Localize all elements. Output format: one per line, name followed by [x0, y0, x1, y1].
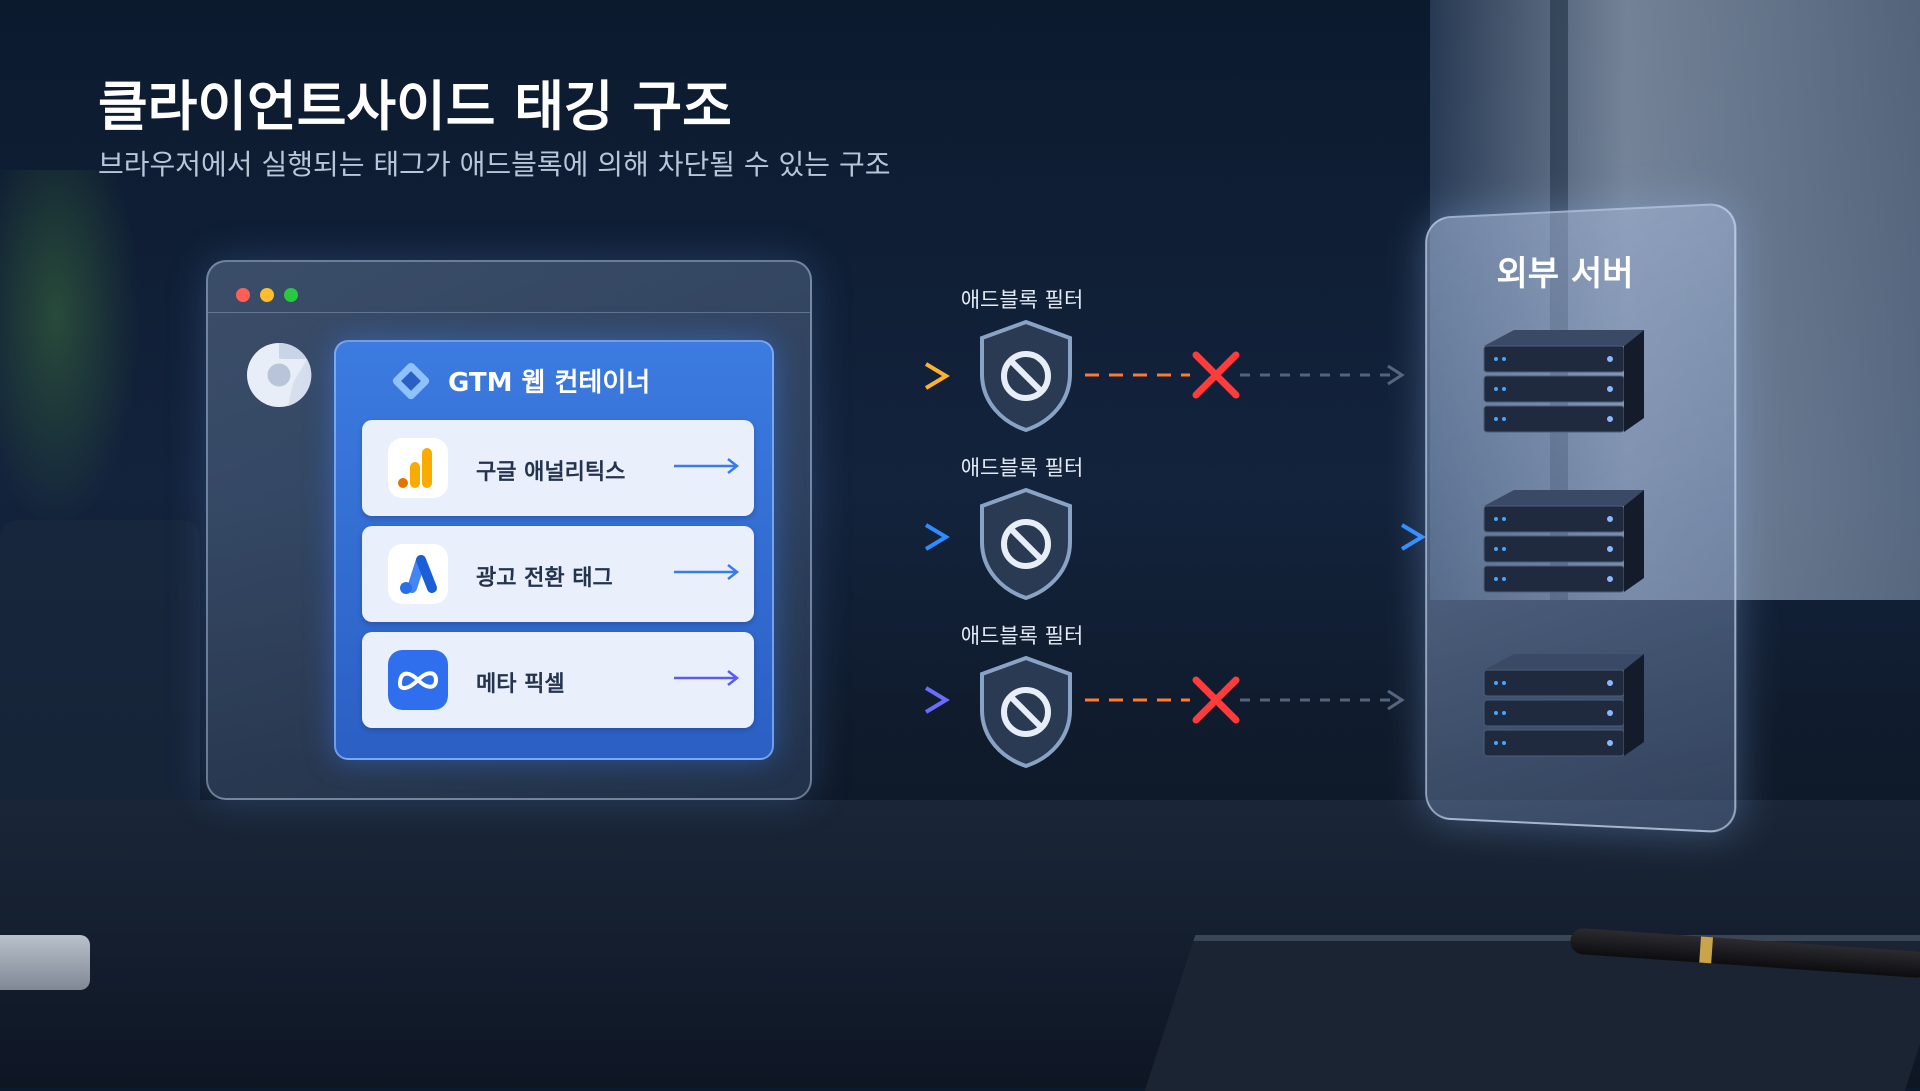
adblock-filter-1: 애드블록 필터: [952, 284, 1092, 444]
window-maximize-dot: [284, 288, 298, 302]
shield-block-icon: [980, 655, 1072, 769]
adblock-filter-2: 애드블록 필터: [952, 452, 1092, 612]
tag-card-google-analytics: 구글 애널리틱스: [362, 420, 754, 516]
server-icon: [1483, 330, 1644, 433]
tag-card-meta-pixel: 메타 픽셀: [362, 632, 754, 728]
tag-label: 구글 애널리틱스: [476, 460, 626, 485]
laptop-edge: [0, 935, 90, 990]
background-plant: [0, 170, 140, 530]
blocked-x-icon: [1192, 351, 1240, 399]
tag-card-google-ads: 광고 전환 태그: [362, 526, 754, 622]
shield-block-icon: [980, 487, 1072, 601]
server-panel-title: 외부 서버: [1496, 254, 1634, 294]
flow-row-1: [808, 351, 1405, 399]
window-minimize-dot: [260, 288, 274, 302]
gtm-container: GTM 웹 컨테이너 구글 애널리틱스 광고 전환 태그: [334, 340, 774, 760]
filter-label: 애드블록 필터: [960, 288, 1084, 312]
google-ads-icon: [388, 544, 448, 604]
shield-block-icon: [980, 319, 1072, 433]
arrow-right-icon: [674, 458, 740, 474]
blocked-x-icon: [1192, 676, 1240, 724]
browser-title-bar: [208, 262, 810, 313]
flow-row-2: [770, 523, 1426, 551]
server-icon: [1483, 654, 1644, 757]
arrow-right-icon: [674, 670, 740, 686]
filter-label: 애드블록 필터: [960, 624, 1084, 648]
server-icon: [1483, 490, 1644, 593]
google-analytics-icon: [388, 438, 448, 498]
chrome-icon: [247, 342, 312, 407]
arrow-right-icon: [674, 564, 740, 580]
filter-label: 애드블록 필터: [960, 456, 1084, 480]
tag-label: 메타 픽셀: [476, 672, 565, 697]
page-subtitle: 브라우저에서 실행되는 태그가 애드블록에 의해 차단될 수 있는 구조: [98, 148, 891, 181]
background-chair: [0, 520, 200, 820]
window-close-dot: [236, 288, 250, 302]
meta-icon: [388, 650, 448, 710]
tag-label: 광고 전환 태그: [476, 566, 613, 591]
gtm-diamond-icon: [392, 362, 430, 400]
page-title: 클라이언트사이드 태깅 구조: [98, 75, 732, 138]
gtm-container-title: GTM 웹 컨테이너: [448, 368, 651, 398]
adblock-filter-3: 애드블록 필터: [952, 620, 1092, 780]
